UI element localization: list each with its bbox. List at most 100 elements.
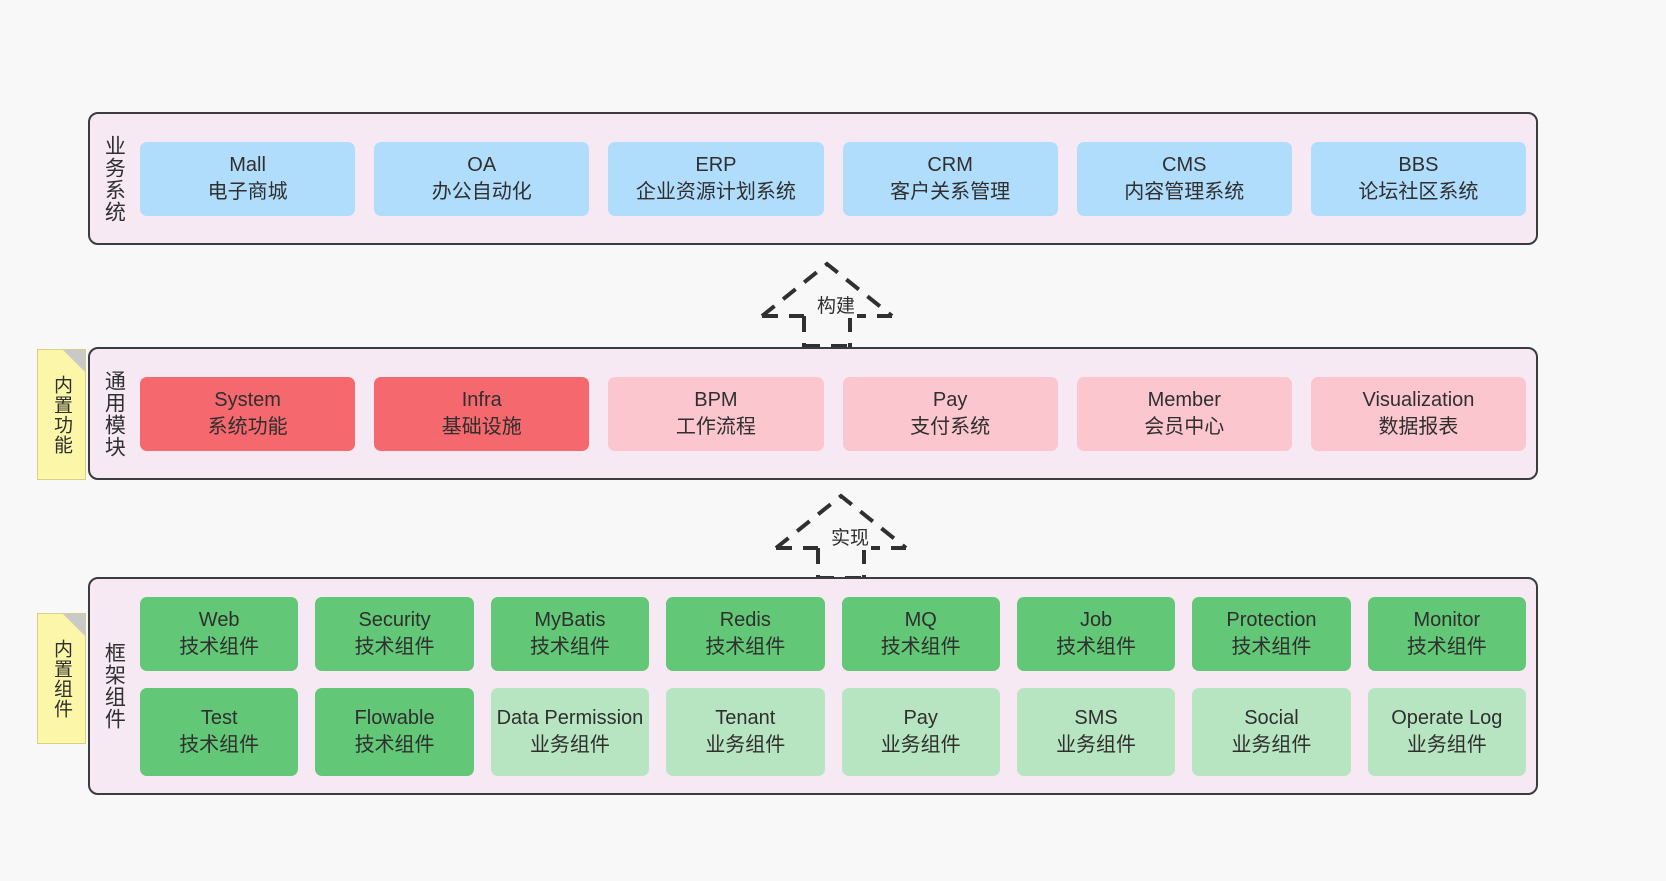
card-row: Test 技术组件 Flowable 技术组件 Data Permission … bbox=[140, 687, 1526, 776]
card-name: Data Permission bbox=[496, 707, 644, 730]
card-oa[interactable]: OA 办公自动化 bbox=[374, 141, 590, 216]
card-mq[interactable]: MQ 技术组件 bbox=[841, 596, 1000, 671]
card-protection[interactable]: Protection 技术组件 bbox=[1192, 596, 1351, 671]
card-job[interactable]: Job 技术组件 bbox=[1016, 596, 1176, 671]
card-desc: 技术组件 bbox=[529, 635, 610, 658]
card-sms[interactable]: SMS 业务组件 bbox=[1016, 687, 1176, 776]
card-bbs[interactable]: BBS 论坛社区系统 bbox=[1310, 141, 1527, 216]
card-name: Infra bbox=[461, 389, 502, 412]
card-desc: 办公自动化 bbox=[431, 180, 532, 203]
card-data-permission[interactable]: Data Permission 业务组件 bbox=[490, 687, 650, 776]
card-desc: 业务组件 bbox=[880, 733, 961, 756]
card-name: ERP bbox=[695, 154, 737, 177]
card-redis[interactable]: Redis 技术组件 bbox=[666, 596, 825, 671]
card-desc: 技术组件 bbox=[880, 635, 961, 658]
card-desc: 业务组件 bbox=[1406, 733, 1487, 756]
note-builtin-components: 内置组件 bbox=[37, 613, 86, 744]
card-name: Protection bbox=[1226, 609, 1317, 632]
card-desc: 技术组件 bbox=[179, 635, 260, 658]
card-member[interactable]: Member 会员中心 bbox=[1076, 376, 1292, 451]
card-name: System bbox=[214, 389, 281, 412]
card-bpm[interactable]: BPM 工作流程 bbox=[608, 376, 824, 451]
connector-implement-label: 实现 bbox=[829, 523, 872, 550]
card-name: Member bbox=[1147, 389, 1221, 412]
card-name: Redis bbox=[719, 609, 771, 632]
card-row: Mall 电子商城 OA 办公自动化 ERP 企业资源计划系统 CRM 客户关系… bbox=[140, 141, 1527, 216]
card-name: CMS bbox=[1162, 154, 1207, 177]
card-desc: 系统功能 bbox=[207, 415, 288, 438]
card-monitor[interactable]: Monitor 技术组件 bbox=[1367, 596, 1526, 671]
card-operate-log[interactable]: Operate Log 业务组件 bbox=[1367, 687, 1526, 776]
card-desc: 论坛社区系统 bbox=[1358, 180, 1479, 203]
layer-body-common: System 系统功能 Infra 基础设施 BPM 工作流程 Pay 支付系统… bbox=[136, 349, 1536, 478]
card-name: CRM bbox=[927, 154, 973, 177]
layer-title-framework: 框架组件 bbox=[102, 642, 126, 730]
card-desc: 业务组件 bbox=[529, 733, 610, 756]
layer-body-business: Mall 电子商城 OA 办公自动化 ERP 企业资源计划系统 CRM 客户关系… bbox=[136, 114, 1536, 243]
card-name: Mall bbox=[229, 154, 266, 177]
note-label: 内置功能 bbox=[51, 374, 72, 455]
layer-business-systems: 业务系统 Mall 电子商城 OA 办公自动化 ERP 企业资源计划系统 CRM… bbox=[88, 112, 1538, 245]
card-name: Visualization bbox=[1362, 389, 1475, 412]
card-crm[interactable]: CRM 客户关系管理 bbox=[842, 141, 1058, 216]
card-desc: 客户关系管理 bbox=[890, 180, 1011, 203]
layer-common-modules: 通用模块 System 系统功能 Infra 基础设施 BPM 工作流程 Pay… bbox=[88, 347, 1538, 480]
card-desc: 支付系统 bbox=[910, 415, 991, 438]
card-desc: 技术组件 bbox=[354, 635, 435, 658]
card-mall[interactable]: Mall 电子商城 bbox=[140, 141, 356, 216]
card-name: Operate Log bbox=[1391, 707, 1503, 730]
card-desc: 会员中心 bbox=[1144, 415, 1225, 438]
card-desc: 电子商城 bbox=[207, 180, 288, 203]
layer-framework-components: 框架组件 Web 技术组件 Security 技术组件 MyBatis 技术组件… bbox=[88, 577, 1538, 795]
card-desc: 内容管理系统 bbox=[1124, 180, 1245, 203]
card-name: Job bbox=[1079, 609, 1113, 632]
card-desc: 业务组件 bbox=[705, 733, 786, 756]
card-name: Security bbox=[358, 609, 431, 632]
card-web[interactable]: Web 技术组件 bbox=[140, 596, 299, 671]
card-security[interactable]: Security 技术组件 bbox=[315, 596, 474, 671]
card-name: MQ bbox=[904, 609, 937, 632]
card-pay-component[interactable]: Pay 业务组件 bbox=[841, 687, 1000, 776]
card-social[interactable]: Social 业务组件 bbox=[1192, 687, 1351, 776]
card-desc: 基础设施 bbox=[441, 415, 522, 438]
card-name: BBS bbox=[1398, 154, 1439, 177]
note-builtin-features: 内置功能 bbox=[37, 349, 86, 480]
card-desc: 技术组件 bbox=[179, 733, 260, 756]
card-desc: 技术组件 bbox=[354, 733, 435, 756]
card-desc: 工作流程 bbox=[675, 415, 756, 438]
layer-title-business: 业务系统 bbox=[102, 134, 126, 223]
card-mybatis[interactable]: MyBatis 技术组件 bbox=[490, 596, 650, 671]
card-desc: 技术组件 bbox=[1056, 635, 1137, 658]
card-tenant[interactable]: Tenant 业务组件 bbox=[666, 687, 825, 776]
card-visualization[interactable]: Visualization 数据报表 bbox=[1310, 376, 1527, 451]
connector-build-label: 构建 bbox=[815, 291, 858, 318]
card-name: Flowable bbox=[354, 707, 435, 730]
card-flowable[interactable]: Flowable 技术组件 bbox=[315, 687, 474, 776]
card-cms[interactable]: CMS 内容管理系统 bbox=[1076, 141, 1292, 216]
card-erp[interactable]: ERP 企业资源计划系统 bbox=[608, 141, 824, 216]
card-name: Test bbox=[200, 707, 238, 730]
card-system[interactable]: System 系统功能 bbox=[140, 376, 356, 451]
layer-title-common: 通用模块 bbox=[102, 369, 126, 458]
card-row: System 系统功能 Infra 基础设施 BPM 工作流程 Pay 支付系统… bbox=[140, 376, 1527, 451]
card-desc: 数据报表 bbox=[1378, 415, 1459, 438]
card-name: Social bbox=[1244, 707, 1299, 730]
card-desc: 业务组件 bbox=[1231, 733, 1312, 756]
card-name: Web bbox=[198, 609, 240, 632]
card-row: Web 技术组件 Security 技术组件 MyBatis 技术组件 Redi… bbox=[140, 596, 1526, 671]
card-infra[interactable]: Infra 基础设施 bbox=[374, 376, 590, 451]
card-desc: 技术组件 bbox=[1231, 635, 1312, 658]
card-name: Pay bbox=[932, 389, 968, 412]
card-desc: 技术组件 bbox=[705, 635, 786, 658]
card-name: Pay bbox=[903, 707, 938, 730]
card-name: OA bbox=[467, 154, 497, 177]
card-name: MyBatis bbox=[534, 609, 606, 632]
card-pay[interactable]: Pay 支付系统 bbox=[842, 376, 1058, 451]
card-desc: 技术组件 bbox=[1406, 635, 1487, 658]
card-name: Monitor bbox=[1413, 609, 1481, 632]
card-desc: 企业资源计划系统 bbox=[635, 180, 796, 203]
card-name: BPM bbox=[694, 389, 738, 412]
card-name: SMS bbox=[1074, 707, 1118, 730]
card-test[interactable]: Test 技术组件 bbox=[140, 687, 299, 776]
note-label: 内置组件 bbox=[51, 638, 72, 719]
